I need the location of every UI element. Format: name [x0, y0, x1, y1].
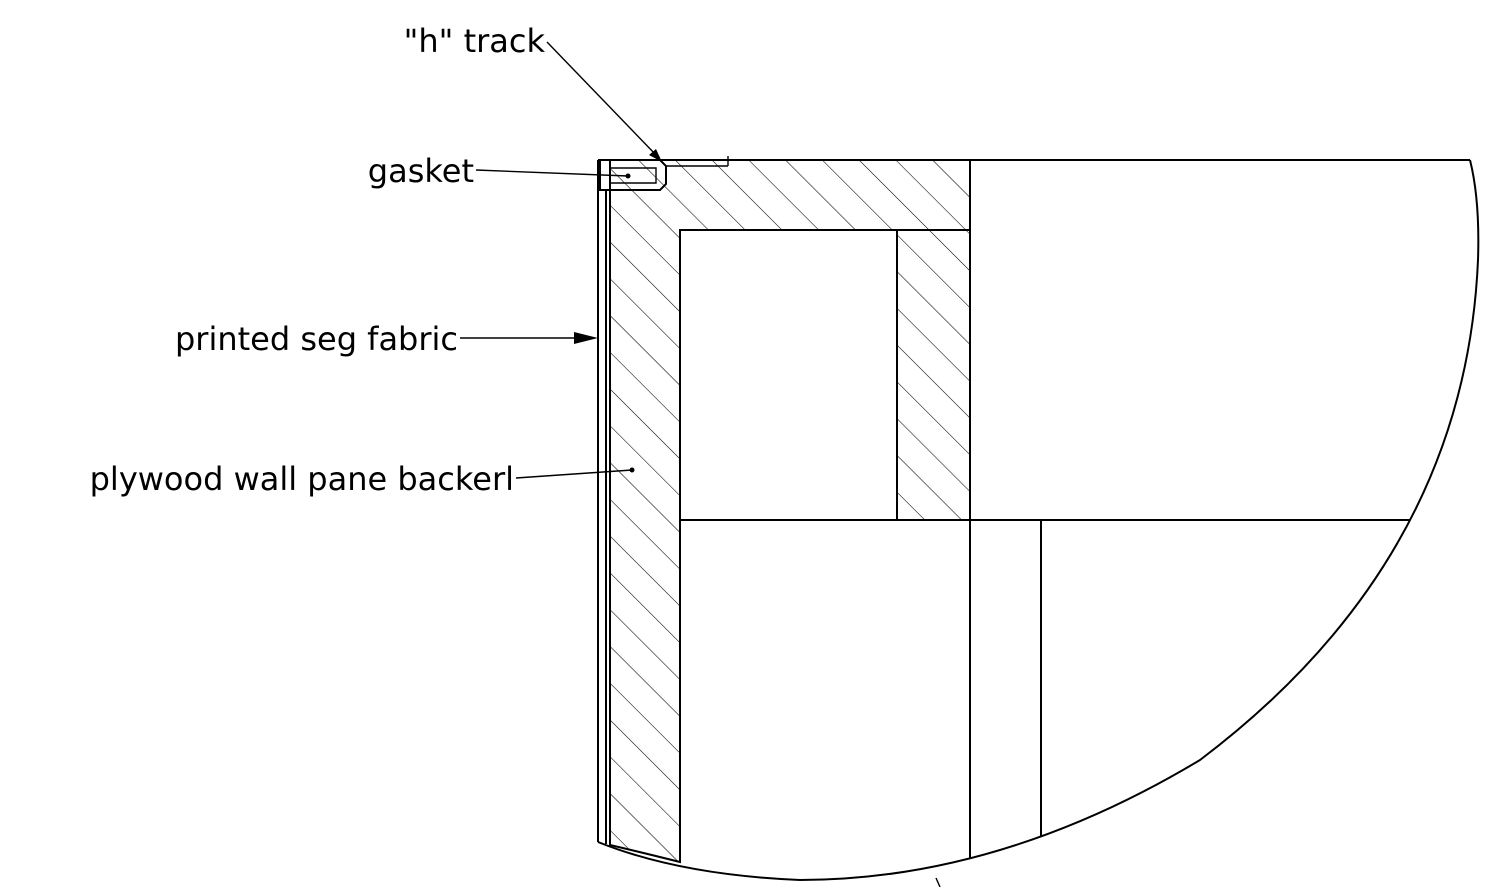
backer-leader — [515, 469, 633, 479]
detail-boundary-arc — [597, 159, 1480, 882]
backer-leader-dot — [629, 467, 635, 473]
gasket-label: gasket — [368, 152, 474, 190]
plywood-backer-hatch — [609, 159, 971, 864]
fabric-label: printed seg fabric — [175, 320, 458, 358]
stud-hatch — [896, 229, 971, 521]
h-track-label: "h" track — [404, 22, 546, 60]
gasket-leader — [475, 169, 629, 177]
gasket-leader-dot — [625, 173, 631, 179]
h-track-leader — [546, 41, 658, 157]
backer-label: plywood wall pane backerl — [90, 460, 514, 498]
fabric-arrowhead — [574, 332, 598, 344]
bottom-partial-leader — [935, 877, 941, 887]
h-track-arrowhead — [649, 149, 662, 162]
